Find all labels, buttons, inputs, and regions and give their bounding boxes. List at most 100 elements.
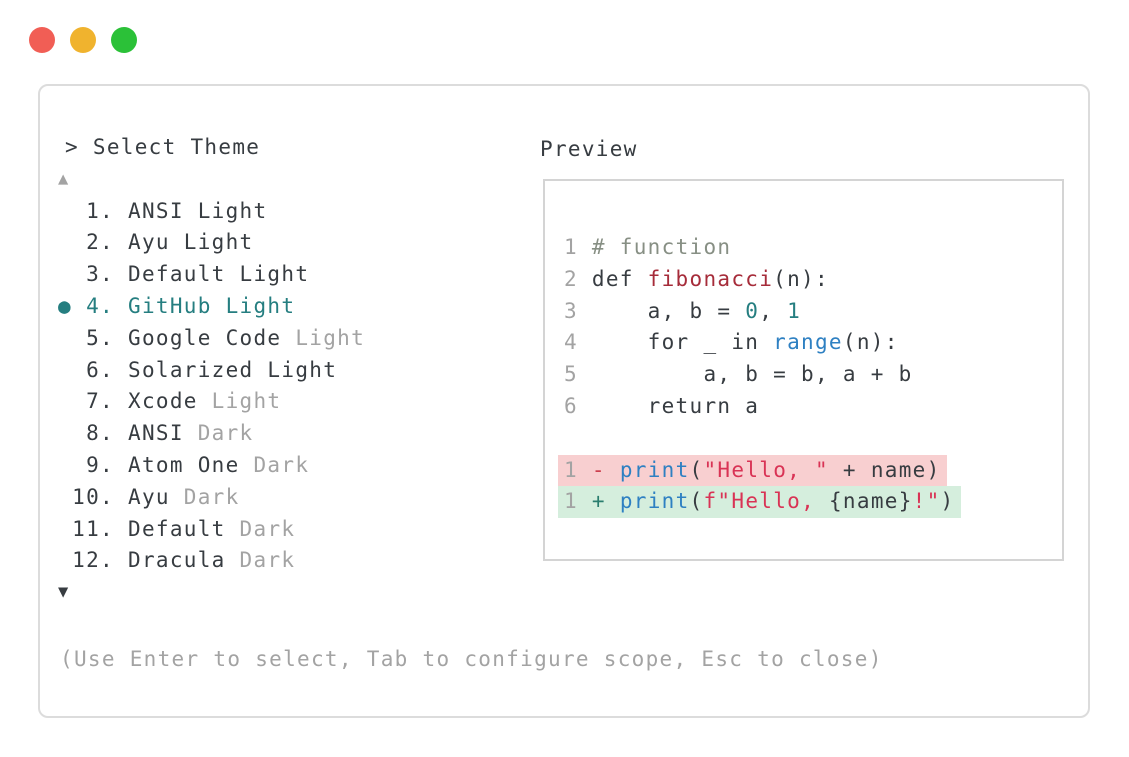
spacer xyxy=(114,450,128,482)
code-token xyxy=(578,458,592,482)
theme-item-label-suffix: Dark xyxy=(239,452,310,477)
theme-item-label-suffix: Dark xyxy=(225,548,296,573)
code-token: , xyxy=(759,298,788,323)
spacer xyxy=(114,386,128,418)
selected-bullet-icon xyxy=(40,418,72,450)
selected-bullet-icon xyxy=(40,545,72,577)
code-token: return a xyxy=(577,393,760,418)
theme-item-number: 12. xyxy=(72,548,114,573)
code-token xyxy=(606,458,620,482)
code-token: 5 xyxy=(564,362,578,387)
theme-item-label: GitHub Light xyxy=(128,293,296,318)
code-token: 1 xyxy=(787,298,802,323)
selected-bullet-icon xyxy=(40,227,72,259)
theme-item-label: Dracula xyxy=(128,548,226,573)
theme-item[interactable]: 8.ANSI Dark xyxy=(40,418,365,450)
spacer xyxy=(114,355,128,387)
selected-bullet-icon xyxy=(40,196,72,228)
theme-item-label-suffix: Dark xyxy=(225,516,296,541)
minimize-button[interactable] xyxy=(70,27,96,53)
theme-item-label: Xcode xyxy=(128,389,198,414)
code-token: a, b = xyxy=(577,298,746,323)
zoom-button[interactable] xyxy=(111,27,137,53)
theme-item-label: Ayu Light xyxy=(128,230,254,255)
code-token: 2 xyxy=(564,266,578,291)
code-line: 6 return a xyxy=(545,391,1062,423)
code-token: print xyxy=(619,489,690,514)
code-line: 4 for _ in range(n): xyxy=(545,327,1062,359)
diff-highlight: 1 + print(f"Hello, {name}!") xyxy=(558,486,961,519)
theme-item-label-suffix: Dark xyxy=(183,421,254,446)
theme-item-number: 9. xyxy=(86,452,114,477)
selected-bullet-icon xyxy=(40,386,72,418)
theme-item-label: Google Code xyxy=(128,325,282,350)
spacer xyxy=(114,545,128,577)
window-controls xyxy=(29,27,137,53)
theme-item-number: 10. xyxy=(72,484,114,509)
theme-item[interactable]: 9. Atom One Dark xyxy=(40,450,365,482)
code-token: a, b = b, a + b xyxy=(577,362,913,387)
theme-item[interactable]: 11.Default Dark xyxy=(40,514,365,546)
spacer xyxy=(114,291,128,323)
theme-item[interactable]: 12. Dracula Dark xyxy=(40,545,365,577)
diff-highlight: 1 - print("Hello, " + name) xyxy=(558,454,947,487)
selected-bullet-icon xyxy=(40,450,72,482)
diff-line-added: 1 + print(f"Hello, {name}!") xyxy=(545,486,1062,519)
code-line: 1 # function xyxy=(545,232,1062,264)
theme-picker-window: > Select Theme ▲ 1. ANSI Light 2.Ayu Light… xyxy=(38,84,1090,718)
code-token: 4 xyxy=(564,330,578,355)
theme-item-label: Atom One xyxy=(128,452,240,477)
theme-item[interactable]: 1. ANSI Light xyxy=(40,196,365,228)
select-theme-prompt: > Select Theme xyxy=(65,135,261,159)
spacer xyxy=(114,482,128,514)
code-token: (n): xyxy=(773,266,829,291)
code-token: 1 xyxy=(564,489,578,514)
theme-item-number: 11. xyxy=(72,516,114,541)
code-token: ( xyxy=(689,457,704,482)
spacer xyxy=(114,227,128,259)
scroll-up-icon[interactable]: ▲ xyxy=(58,168,70,189)
theme-item-number: 3. xyxy=(86,262,114,287)
code-token: (n): xyxy=(842,330,899,355)
theme-item[interactable]: 2.Ayu Light xyxy=(40,227,365,259)
theme-item[interactable]: 3. Default Light xyxy=(40,259,365,291)
theme-item[interactable]: 10. Ayu Dark xyxy=(40,482,365,514)
theme-item[interactable]: 5. Google Code Light xyxy=(40,323,365,355)
theme-selector: > Select Theme ▲ 1. ANSI Light 2.Ayu Light… xyxy=(40,132,365,609)
code-token: 3 xyxy=(564,298,578,323)
selected-bullet-icon: ● xyxy=(58,293,72,318)
code-token: fibonacci xyxy=(647,266,774,291)
theme-item[interactable]: 7.Xcode Light xyxy=(40,386,365,418)
close-button[interactable] xyxy=(29,27,55,53)
theme-item-label: Ayu xyxy=(128,484,170,509)
diff-line-removed: 1 - print("Hello, " + name) xyxy=(545,454,1062,487)
code-token: def xyxy=(577,266,648,291)
code-token: f"Hello, xyxy=(703,489,829,514)
theme-item[interactable]: 6.Solarized Light xyxy=(40,355,365,387)
theme-item-label-suffix: Dark xyxy=(169,484,240,509)
selected-bullet-icon xyxy=(40,355,72,387)
scroll-down-icon[interactable]: ▼ xyxy=(58,582,70,603)
code-token: ( xyxy=(689,489,704,514)
code-token: !" xyxy=(912,489,941,514)
code-line: 3 a, b = 0, 1 xyxy=(545,296,1062,328)
code-token xyxy=(606,489,620,513)
theme-item-number: 6. xyxy=(86,357,114,382)
preview-title: Preview xyxy=(540,137,638,161)
theme-item-label: Default Light xyxy=(128,262,310,287)
spacer xyxy=(114,418,128,450)
selected-bullet-icon xyxy=(40,514,72,546)
theme-item-label: ANSI Light xyxy=(128,198,268,223)
code-line xyxy=(545,423,1062,455)
theme-item[interactable]: ●4.GitHub Light xyxy=(40,291,365,323)
keyboard-hints: (Use Enter to select, Tab to configure s… xyxy=(60,647,883,671)
theme-item-label: ANSI xyxy=(128,421,184,446)
theme-item-number: 1. xyxy=(86,198,114,223)
spacer xyxy=(114,323,128,355)
code-token: 6 xyxy=(564,393,578,418)
code-token: range xyxy=(773,330,843,355)
theme-item-number: 5. xyxy=(86,325,114,350)
theme-item-label-suffix: Light xyxy=(281,325,366,350)
